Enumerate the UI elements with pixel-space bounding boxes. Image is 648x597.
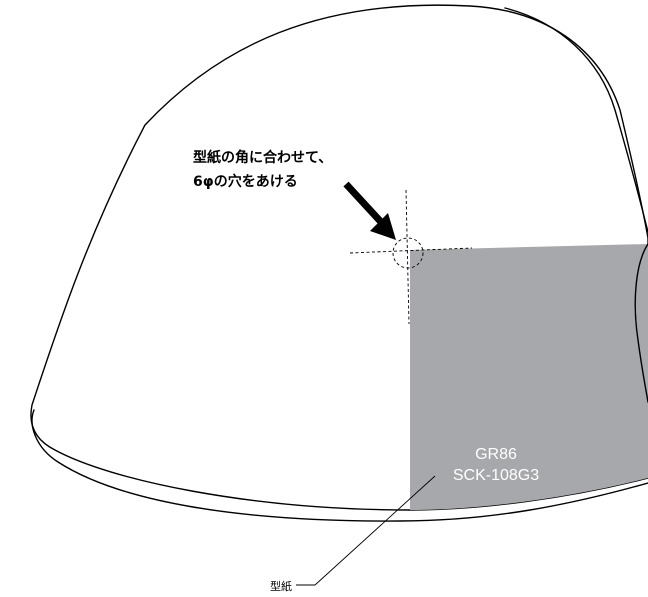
part-right-notch	[634, 243, 648, 403]
template-model-name: GR86	[475, 446, 517, 463]
part-outer-edge	[31, 409, 648, 522]
part-body-outline	[30, 4, 648, 511]
drill-hole-crosshair-icon	[349, 189, 473, 325]
callout-leader-line	[314, 475, 436, 586]
template-part-number: SCK-108G3	[453, 467, 539, 484]
template-sheet	[410, 244, 648, 510]
instruction-line-2: 6φの穴をあける	[193, 173, 298, 190]
part-flange-line	[504, 7, 648, 233]
arrow-down-right-icon	[343, 181, 396, 240]
instruction-line-1: 型紙の角に合わせて、	[193, 149, 332, 166]
callout-label: 型紙	[270, 579, 292, 593]
